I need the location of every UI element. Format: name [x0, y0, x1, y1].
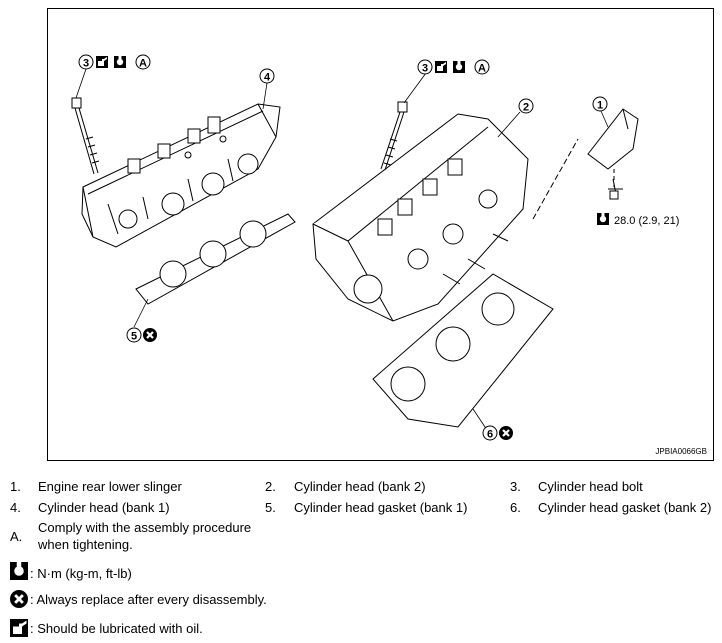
legend-a-label: A. [10, 529, 23, 544]
callout-6: 6 [487, 429, 493, 441]
legend-text-6: Cylinder head gasket (bank 2) [538, 500, 712, 515]
legend-text-4: Cylinder head (bank 1) [38, 500, 170, 515]
legend-num-6: 6. [510, 500, 521, 515]
callout-a-right: A [478, 63, 486, 75]
torque-wrench-icon [597, 213, 609, 225]
replace-x-icon [141, 326, 159, 344]
callout-5: 5 [131, 331, 137, 343]
oil-can-icon [435, 61, 447, 73]
legend-num-5: 5. [265, 500, 276, 515]
callout-3-left: 3 [83, 58, 89, 70]
callout-3-right: 3 [422, 63, 428, 75]
exploded-diagram: 3 3 4 2 1 5 6 A A 28.0 (2.9, 21) JPBIA00… [47, 8, 714, 461]
replace-x-icon [497, 424, 515, 442]
legend-a-line2: when tightening. [38, 537, 133, 552]
callout-4: 4 [264, 72, 271, 84]
cylinder-head-bolt-left [71, 97, 100, 175]
legend-text-1: Engine rear lower slinger [38, 479, 182, 494]
legend-a-line1: Comply with the assembly procedure [38, 520, 252, 535]
cylinder-head-bank1-drawing [81, 103, 281, 248]
legend-num-3: 3. [510, 479, 521, 494]
legend-text-3: Cylinder head bolt [538, 479, 643, 494]
cylinder-head-bank2-drawing [312, 113, 529, 322]
legend-num-1: 1. [10, 479, 21, 494]
figure-code: JPBIA0066GB [655, 447, 707, 456]
oil-symbol-text: : Should be lubricated with oil. [30, 621, 203, 636]
callout-group [78, 54, 608, 441]
oil-can-icon [96, 56, 108, 68]
replace-x-icon [10, 590, 28, 608]
legend-text-2: Cylinder head (bank 2) [294, 479, 426, 494]
cylinder-head-gasket-bank2-drawing [372, 273, 554, 428]
cylinder-head-bolt-right [380, 101, 408, 171]
diagram-drawing: 3 3 4 2 1 5 6 A A 28.0 (2.9, 21) [71, 54, 679, 442]
torque-wrench-icon [10, 562, 28, 580]
engine-rear-lower-slinger-drawing [587, 108, 639, 200]
torque-symbol-text: : N·m (kg-m, ft-lb) [30, 566, 132, 581]
callout-2: 2 [523, 102, 529, 114]
cylinder-head-gasket-bank1-drawing [135, 213, 296, 305]
legend-num-4: 4. [10, 500, 21, 515]
torque-wrench-icon [114, 56, 126, 68]
torque-wrench-icon [453, 61, 465, 73]
legend-num-2: 2. [265, 479, 276, 494]
replace-symbol-text: : Always replace after every disassembly… [30, 592, 267, 607]
torque-value: 28.0 (2.9, 21) [614, 215, 679, 227]
callout-1: 1 [597, 100, 603, 112]
callout-a-left: A [139, 58, 147, 70]
oil-can-icon [10, 619, 28, 637]
legend-text-5: Cylinder head gasket (bank 1) [294, 500, 468, 515]
